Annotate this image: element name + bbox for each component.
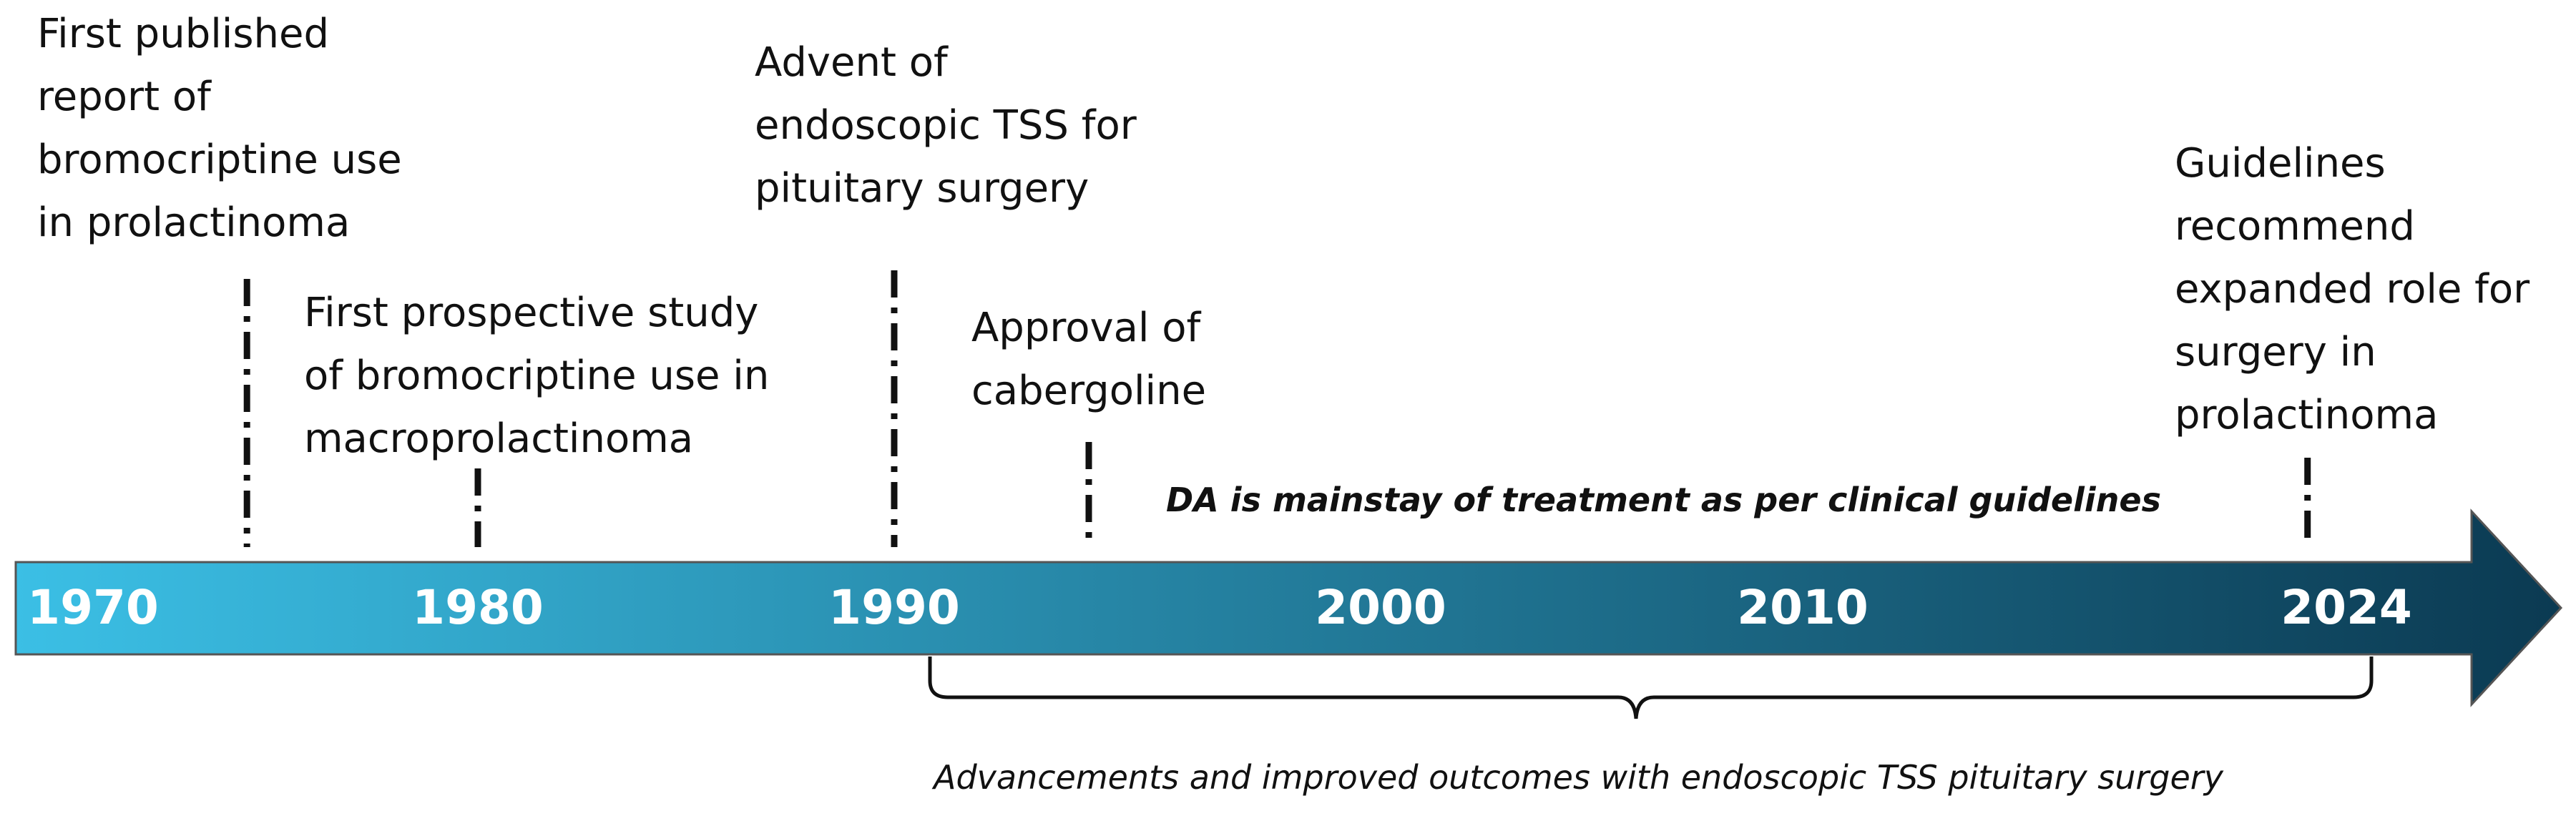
- axis-year-label: 2010: [1737, 580, 1869, 635]
- axis-year-label: 1970: [27, 580, 159, 635]
- advancements-annotation: Advancements and improved outcomes with …: [934, 758, 2223, 797]
- event-label: Approval of cabergoline: [971, 305, 1207, 414]
- event-label: First published report of bromocriptine …: [37, 11, 402, 246]
- mainstay-annotation: DA is mainstay of treatment as per clini…: [1166, 481, 2161, 519]
- timeline-arrow: [14, 508, 2563, 707]
- event-label: Advent of endoscopic TSS for pituitary s…: [755, 39, 1137, 212]
- advancements-bracket: [928, 657, 2374, 719]
- axis-year-label: 1990: [828, 580, 960, 635]
- axis-year-label: 1980: [412, 580, 544, 635]
- axis-year-label: 2024: [2281, 580, 2412, 635]
- event-label: Guidelines recommend expanded role for s…: [2175, 140, 2530, 438]
- event-label: First prospective study of bromocriptine…: [304, 290, 770, 462]
- axis-year-label: 2000: [1315, 580, 1446, 635]
